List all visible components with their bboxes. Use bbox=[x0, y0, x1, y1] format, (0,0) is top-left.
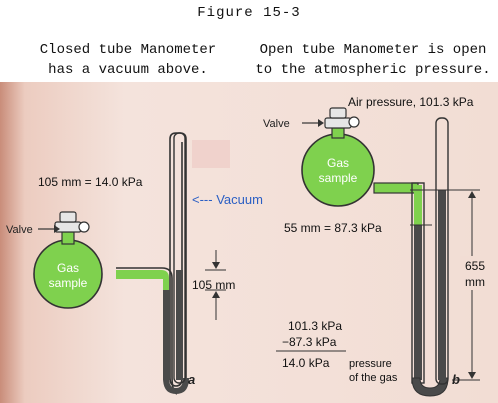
closed-caption-line-2: has a vacuum above. bbox=[48, 62, 208, 78]
open-height-label-bg bbox=[460, 256, 490, 290]
paper-smudge bbox=[192, 140, 230, 168]
open-manometer: Valve Gas sample Air pressure, 101.3 kPa… bbox=[263, 95, 490, 397]
closed-gas-fill bbox=[116, 270, 169, 290]
closed-mercury-left bbox=[163, 290, 170, 380]
open-caption-line-2: to the atmospheric pressure. bbox=[255, 62, 491, 78]
open-manometer-caption: Open tube Manometer is open to the atmos… bbox=[248, 40, 498, 80]
open-calc-line-2: −87.3 kPa bbox=[282, 335, 337, 349]
open-right-mercury bbox=[438, 190, 446, 380]
open-right-arm-glass bbox=[435, 117, 449, 385]
closed-manometer-caption: Closed tube Manometer has a vacuum above… bbox=[10, 40, 246, 80]
manometer-illustration: Valve Gas sample 105 mm = 14.0 kPa <--- … bbox=[0, 82, 498, 403]
open-bulb-neck bbox=[331, 127, 345, 139]
open-gas-bulb bbox=[301, 133, 375, 207]
closed-bulb-label-2: sample bbox=[49, 276, 88, 290]
open-letter-label: b bbox=[452, 372, 460, 387]
open-bulb-label-2: sample bbox=[319, 171, 358, 185]
open-difference-label: 55 mm = 87.3 kPa bbox=[284, 221, 382, 235]
open-calc-caption-1: pressure bbox=[349, 358, 392, 370]
open-left-mercury bbox=[414, 225, 422, 380]
closed-height-arrowhead-down bbox=[212, 291, 220, 298]
closed-caption-line-1: Closed tube Manometer bbox=[39, 42, 217, 58]
closed-valve-icon bbox=[54, 211, 90, 233]
open-height-label-2: mm bbox=[465, 275, 485, 289]
closed-valve-arrowhead bbox=[54, 225, 60, 233]
closed-mercury-right bbox=[176, 270, 183, 380]
closed-pressure-label: 105 mm = 14.0 kPa bbox=[38, 175, 143, 189]
open-valve-icon bbox=[324, 107, 360, 129]
open-height-label-1: 655 bbox=[465, 259, 485, 273]
open-height-arrowhead-bottom bbox=[468, 372, 476, 379]
closed-mercury-bend bbox=[163, 378, 189, 394]
open-valve-arrowhead bbox=[318, 119, 324, 127]
closed-bulb-label-1: Gas bbox=[57, 261, 79, 275]
open-bulb-label-1: Gas bbox=[327, 156, 349, 170]
closed-valve-label: Valve bbox=[6, 224, 33, 236]
open-calc-caption-2: of the gas bbox=[349, 372, 398, 384]
open-valve-label: Valve bbox=[263, 118, 290, 130]
open-calc-result: 14.0 kPa bbox=[282, 356, 330, 370]
closed-manometer: Valve Gas sample 105 mm = 14.0 kPa <--- … bbox=[6, 132, 263, 395]
closed-vacuum-label: <--- Vacuum bbox=[192, 192, 263, 207]
figure-title: Figure 15-3 bbox=[197, 5, 301, 21]
figure-header: Figure 15-3 Closed tube Manometer has a … bbox=[0, 0, 498, 82]
open-left-gas bbox=[414, 185, 422, 225]
closed-height-arrowhead-up bbox=[212, 262, 220, 269]
open-air-pressure-label: Air pressure, 101.3 kPa bbox=[348, 95, 474, 109]
closed-letter-label: a bbox=[188, 372, 195, 387]
closed-height-label: 105 mm bbox=[192, 278, 235, 292]
open-calc-line-1: 101.3 kPa bbox=[288, 319, 342, 333]
open-height-arrowhead-top bbox=[468, 191, 476, 198]
closed-bulb-neck bbox=[61, 231, 75, 245]
closed-right-arm-glass bbox=[173, 132, 186, 384]
open-caption-line-1: Open tube Manometer is open bbox=[259, 42, 487, 58]
